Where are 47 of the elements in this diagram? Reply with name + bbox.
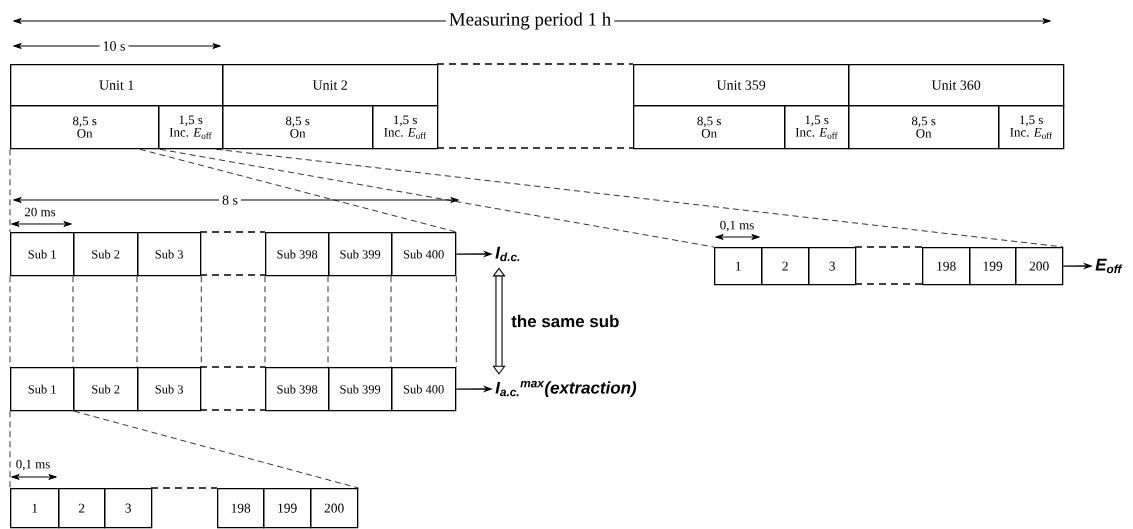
sub-cell: Sub 399 (328, 232, 393, 277)
sub-cell: Sub 399 (328, 367, 393, 412)
sub-cell: Sub 400 (391, 232, 457, 277)
sub-cell: Sub 3 (137, 367, 202, 412)
time-cell: 1,5 s Inc. E$_{off}$ (784, 105, 850, 150)
time-cell: 1,5 s Inc. E$_{off}$ (998, 105, 1065, 150)
sample-cell: 3 (808, 247, 857, 286)
unit-cell: Unit 1 (10, 64, 224, 107)
sample-cell: 199 (969, 247, 1017, 286)
sample-cell: 200 (310, 488, 359, 529)
sub-cell: Sub 3 (137, 232, 202, 277)
dimension-label: 0,1 ms (720, 220, 754, 232)
sample-cell: 3 (104, 488, 153, 529)
sample-cell: 1 (10, 488, 60, 529)
unit-cell: Unit 2 (222, 64, 439, 107)
sub-cell: Sub 398 (265, 367, 330, 412)
sample-cell: 200 (1015, 247, 1064, 286)
time-cell: 1,5 s Inc. E$_{off}$ (372, 105, 439, 150)
sub-cell: Sub 2 (73, 232, 139, 277)
unit-cell: Unit 360 (848, 64, 1065, 107)
dimension-label: Measuring period 1 h (445, 9, 615, 33)
edge-label: the same sub (511, 314, 619, 328)
dimension-label: 10 s (99, 38, 129, 54)
sample-cell: 198 (217, 488, 265, 529)
sub-cell: Sub 400 (391, 367, 457, 412)
sample-cell: 2 (761, 247, 810, 286)
dimension-label: 8 s (219, 192, 241, 208)
arrow (492, 267, 506, 375)
time-cell: 8,5 s On (10, 105, 160, 150)
sub-cell: Sub 1 (10, 232, 75, 277)
time-cell: 8,5 s On (848, 105, 1000, 150)
time-cell: 8,5 s On (222, 105, 374, 150)
time-cell: 8,5 s On (633, 105, 786, 150)
dimension-label: 0,1 ms (16, 459, 50, 471)
sub-cell: Sub 1 (10, 367, 75, 412)
sample-cell: 199 (263, 488, 312, 529)
output-label: I$_{a.c.}$$^{max}$(extraction) (495, 380, 637, 398)
output-label: I$_{d.c.}$ (495, 246, 520, 262)
sample-cell: 1 (714, 247, 763, 286)
sub-cell: Sub 2 (73, 367, 139, 412)
sample-cell: 2 (58, 488, 106, 529)
time-cell: 1,5 s Inc. E$_{off}$ (158, 105, 224, 150)
output-label: E$_{off}$ (1095, 258, 1123, 274)
dimension-label: 20 ms (24, 207, 56, 217)
unit-cell: Unit 359 (633, 64, 850, 107)
sub-cell: Sub 398 (265, 232, 330, 277)
sample-cell: 198 (922, 247, 971, 286)
